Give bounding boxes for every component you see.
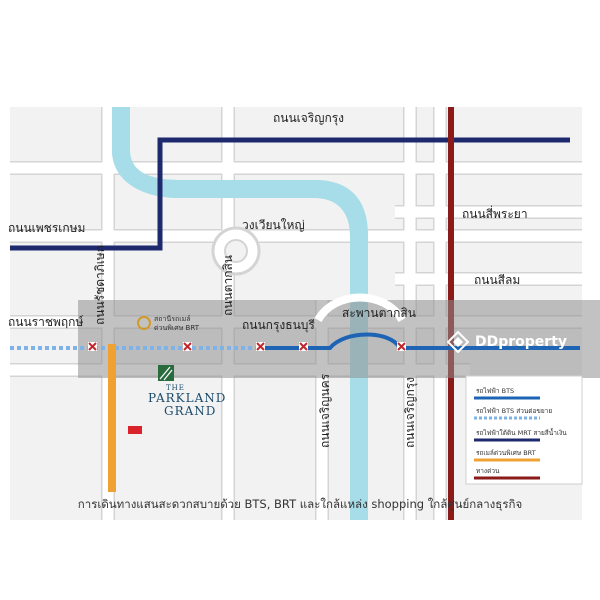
road-label-wongwian-yai: วงเวียนใหญ่ <box>242 218 305 232</box>
developer-logo-icon <box>128 426 142 434</box>
legend-label-mrt: รถไฟฟ้าใต้ดิน MRT สายสีน้ำเงิน <box>476 429 567 437</box>
road-label-charoen-nakhon: ถนนเจริญนคร <box>318 373 332 448</box>
bts-stations <box>88 342 406 351</box>
road-label-ratchaphruek: ถนนราชพฤกษ์ <box>8 315 84 329</box>
road-label-krung-thonburi: ถนนกรุงธนบุรี <box>242 318 315 332</box>
ddproperty-logo-icon <box>447 331 469 353</box>
brt-station-label-line1: สถานีรถเมล์ <box>154 315 191 323</box>
road-label-si-phraya: ถนนสี่พระยา <box>462 207 528 221</box>
road-label-taksin-bridge: สะพานตากสิน <box>342 306 416 320</box>
bts-station-marker <box>88 342 97 351</box>
brt-station-label: สถานีรถเมล์ ด่วนพิเศษ BRT <box>154 315 199 333</box>
road-label-taksin-vertical: ถนนตากสิน <box>221 255 235 316</box>
project-name-grand: GRAND <box>164 404 217 418</box>
legend-swatches <box>474 396 540 480</box>
mrt-blue-line <box>10 137 570 251</box>
legend-label-bts: รถไฟฟ้า BTS <box>476 387 515 395</box>
brt-station-icon <box>137 316 151 330</box>
road-label-charoen-krung-top: ถนนเจริญกรุง <box>273 111 345 125</box>
project-name: THE PARKLAND GRAND <box>148 370 227 418</box>
legend-label-brt: รถเมล์ด่วนพิเศษ BRT <box>476 449 536 457</box>
map-caption: การเดินทางแสนสะดวกสบายด้วย BTS, BRT และใ… <box>77 497 523 511</box>
legend-box <box>465 375 583 485</box>
legend-label-bts-ext: รถไฟฟ้า BTS ส่วนต่อขยาย <box>476 407 553 415</box>
road-label-ratchada-vertical: ถนนรัชดาภิเษก <box>93 245 107 325</box>
bts-station-marker <box>397 342 406 351</box>
brt-station-label-line2: ด่วนพิเศษ BRT <box>154 324 199 332</box>
ddproperty-watermark: DDproperty <box>447 328 567 356</box>
bts-station-marker <box>256 342 265 351</box>
bts-station-marker <box>299 342 308 351</box>
project-name-main: PARKLAND <box>148 391 227 405</box>
project-name-the: THE <box>166 384 185 392</box>
road-label-charoen-krung-vertical: ถนนเจริญกรุง <box>403 376 417 448</box>
road-label-phetkasem: ถนนเพชรเกษม <box>8 221 86 235</box>
legend-label-expressway: ทางด่วน <box>476 467 500 475</box>
taksin-bridge <box>314 293 406 323</box>
road-label-si-lom: ถนนสีลม <box>474 273 521 287</box>
bts-station-marker <box>183 342 192 351</box>
watermark-text: DDproperty <box>475 334 568 350</box>
